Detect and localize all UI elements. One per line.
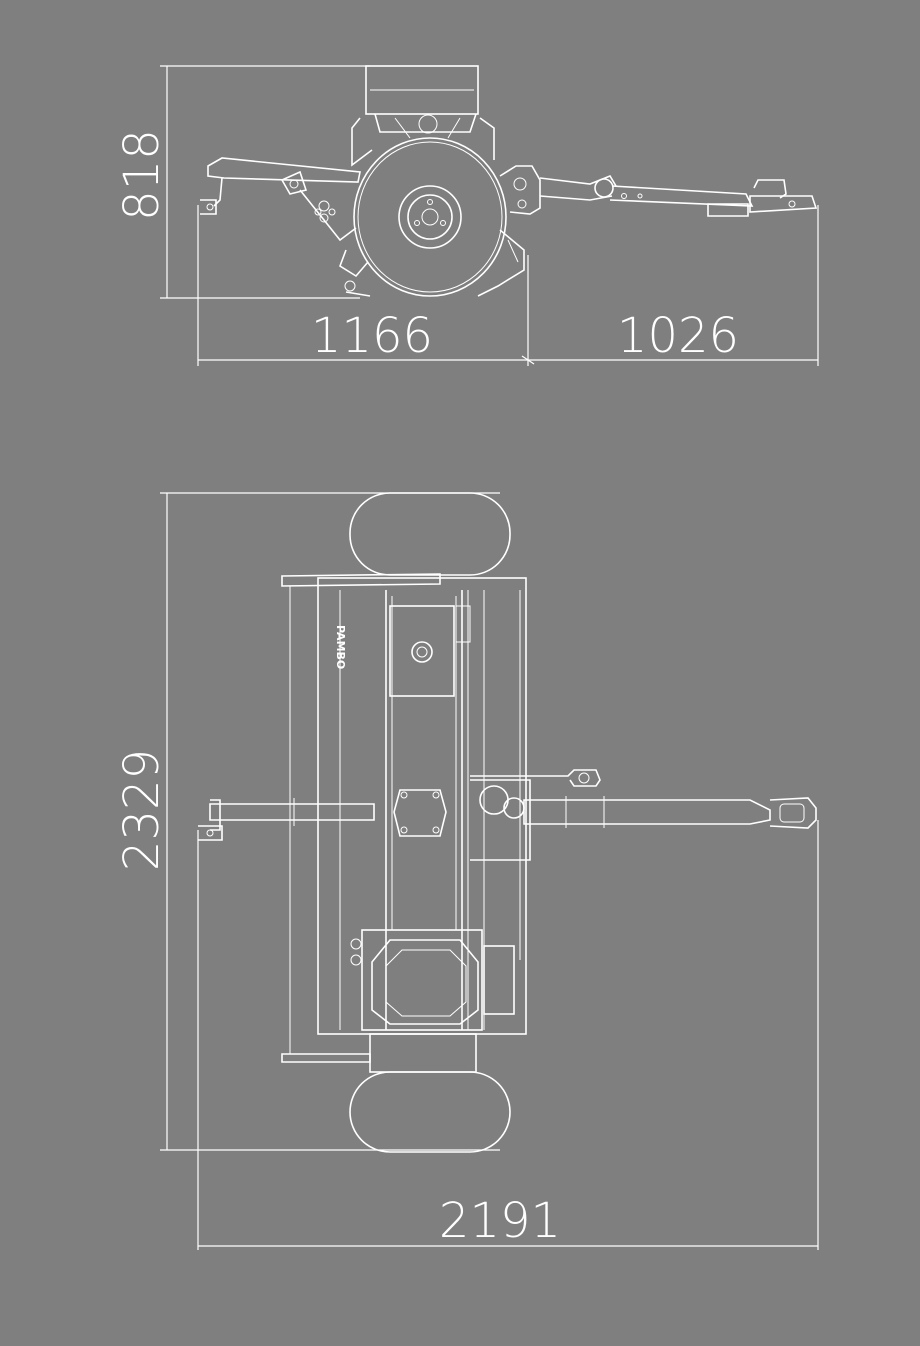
side-height-label: 818 [114, 129, 170, 221]
side-engine [351, 65, 495, 167]
top-deck: PAMBO [317, 577, 527, 1035]
top-length-label: 2191 [439, 1193, 561, 1249]
top-width-label: 2329 [114, 749, 170, 871]
side-rear-length-label: 1166 [311, 308, 433, 364]
side-wheel [353, 137, 507, 297]
top-view-dimensions [160, 492, 819, 1250]
side-front-drawbar [477, 165, 818, 297]
top-wheel-lower [349, 1071, 511, 1153]
top-engine [350, 929, 515, 1073]
top-rear-arm [198, 798, 375, 841]
side-rear-arm [200, 157, 371, 297]
top-wheel-upper [349, 492, 511, 576]
top-rear-frame [281, 573, 441, 1063]
top-view: PAMBO [160, 492, 819, 1250]
side-front-length-label: 1026 [617, 308, 739, 364]
side-view [160, 65, 819, 366]
side-view-dimensions [160, 65, 819, 366]
top-front-drawbar [470, 769, 817, 861]
top-brand-text: PAMBO [334, 625, 347, 669]
top-gearbox [393, 789, 447, 837]
